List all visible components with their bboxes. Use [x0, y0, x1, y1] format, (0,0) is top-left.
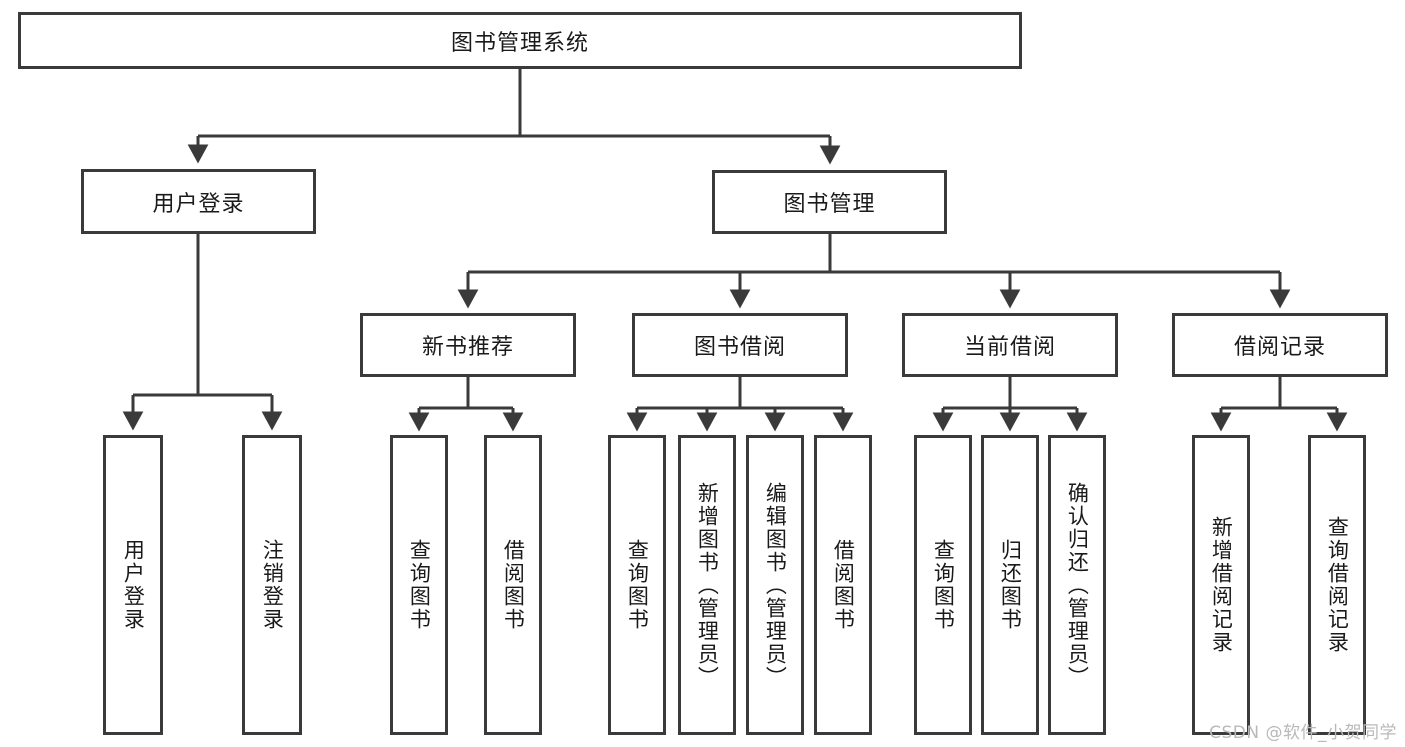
- leaf-logout[interactable]: 注销登录: [242, 435, 302, 735]
- node-user-login[interactable]: 用户登录: [81, 169, 316, 234]
- leaf-label: 新增借阅记录: [1209, 516, 1234, 654]
- node-current-borrow-label: 当前借阅: [963, 335, 1056, 360]
- leaf-query-borrow-record[interactable]: 查询借阅记录: [1308, 435, 1366, 735]
- leaf-query-book-borrow[interactable]: 查询图书: [608, 435, 666, 735]
- leaf-borrow-book[interactable]: 借阅图书: [814, 435, 872, 735]
- leaf-return-book[interactable]: 归还图书: [981, 435, 1039, 735]
- leaf-label: 查询图书: [407, 539, 432, 631]
- leaf-label: 查询图书: [931, 539, 956, 631]
- node-new-book-recommend[interactable]: 新书推荐: [360, 313, 576, 377]
- leaf-confirm-return-admin[interactable]: 确认归还（管理员）: [1048, 435, 1106, 735]
- leaf-label: 查询图书: [625, 539, 650, 631]
- leaf-query-book-current[interactable]: 查询图书: [914, 435, 972, 735]
- node-user-login-label: 用户登录: [152, 191, 245, 217]
- node-book-management-label: 图书管理: [783, 192, 876, 217]
- leaf-label: 查询借阅记录: [1325, 516, 1350, 654]
- leaf-label: 编辑图书（管理员）: [763, 481, 788, 689]
- node-book-borrow-label: 图书借阅: [693, 335, 786, 360]
- node-borrow-record[interactable]: 借阅记录: [1172, 313, 1388, 377]
- node-current-borrow[interactable]: 当前借阅: [902, 313, 1118, 377]
- watermark: CSDN @软件_小贺同学: [1209, 723, 1397, 743]
- leaf-label: 注销登录: [260, 539, 285, 631]
- node-root-label: 图书管理系统: [450, 30, 589, 56]
- leaf-add-book-admin[interactable]: 新增图书（管理员）: [678, 435, 736, 735]
- leaf-label: 借阅图书: [831, 539, 856, 631]
- leaf-edit-book-admin[interactable]: 编辑图书（管理员）: [746, 435, 804, 735]
- node-book-borrow[interactable]: 图书借阅: [632, 313, 848, 377]
- leaf-label: 新增图书（管理员）: [695, 481, 720, 689]
- node-root[interactable]: 图书管理系统: [18, 12, 1022, 69]
- node-new-book-recommend-label: 新书推荐: [421, 335, 514, 360]
- leaf-label: 确认归还（管理员）: [1065, 481, 1090, 689]
- leaf-borrow-book-recommend[interactable]: 借阅图书: [484, 435, 542, 735]
- leaf-add-borrow-record[interactable]: 新增借阅记录: [1192, 435, 1250, 735]
- leaf-user-login[interactable]: 用户登录: [103, 435, 163, 735]
- leaf-label: 用户登录: [121, 539, 146, 631]
- node-book-management[interactable]: 图书管理: [712, 170, 947, 234]
- leaf-query-book-recommend[interactable]: 查询图书: [390, 435, 448, 735]
- leaf-label: 借阅图书: [501, 539, 526, 631]
- node-borrow-record-label: 借阅记录: [1233, 335, 1326, 360]
- leaf-label: 归还图书: [998, 539, 1023, 631]
